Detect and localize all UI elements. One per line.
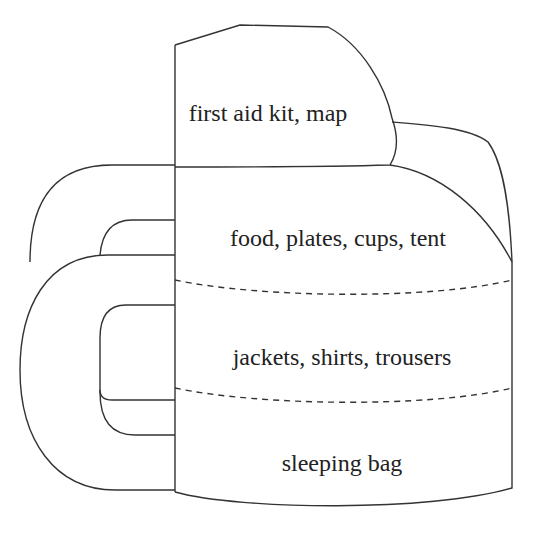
compartment-label: jackets, shirts, trousers (231, 340, 453, 375)
backpack-flap (175, 25, 396, 167)
compartment-label: food, plates, cups, tent (197, 221, 479, 256)
bottom-compartment: sleeping bag (222, 446, 462, 481)
compartment-label: sleeping bag (226, 446, 458, 481)
backpack-side (174, 45, 175, 492)
strap (100, 305, 175, 435)
middle-compartment: jackets, shirts, trousers (227, 340, 457, 375)
upper-compartment: food, plates, cups, tent (193, 221, 483, 256)
backpack-bottom (175, 262, 512, 506)
strap (30, 165, 175, 262)
compartment-label: first aid kit, map (187, 96, 349, 131)
compartment-divider (175, 388, 512, 402)
strap (100, 220, 175, 255)
strap (20, 255, 175, 490)
compartment-divider (175, 280, 512, 294)
strap (100, 390, 175, 400)
flap-compartment: first aid kit, map (183, 96, 353, 131)
